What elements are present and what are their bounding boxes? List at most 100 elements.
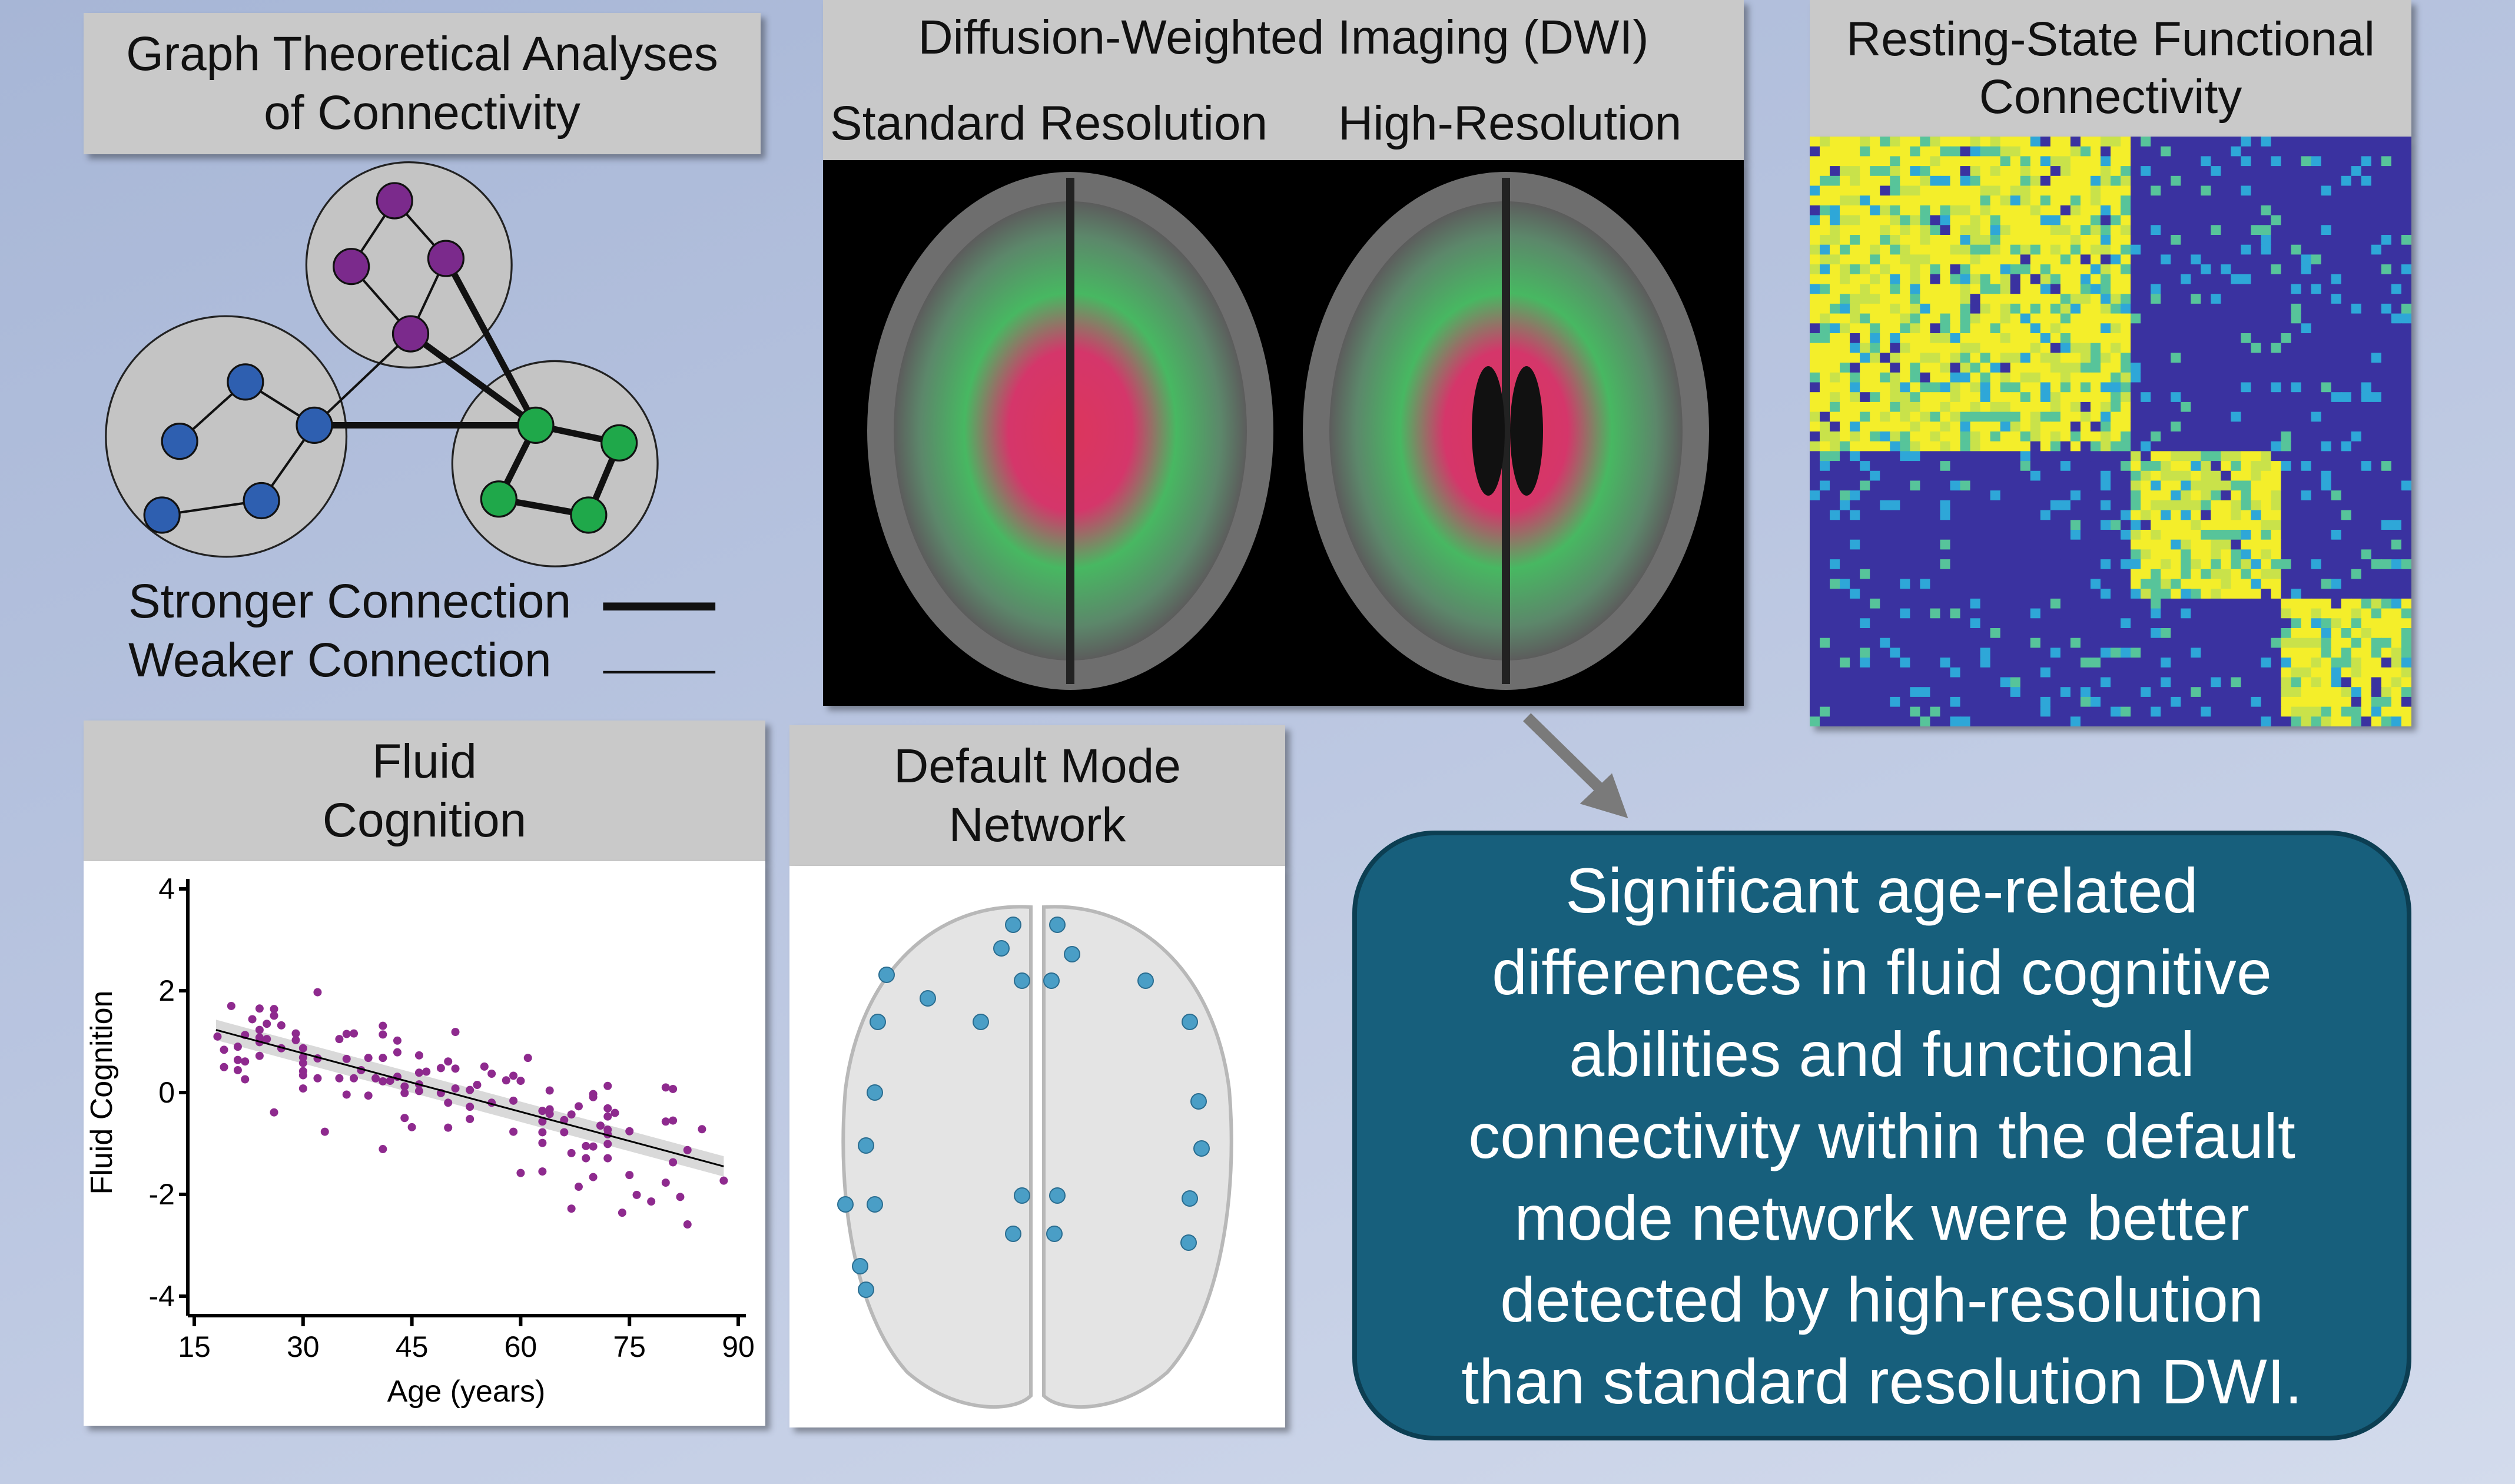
matrix-cell [2121,363,2131,373]
matrix-cell [2301,569,2312,580]
matrix-cell [2351,461,2362,472]
matrix-cell [1860,667,1871,678]
matrix-cell [2271,274,2282,285]
matrix-cell [1840,323,1850,334]
matrix-cell [2311,569,2322,580]
data-point [298,1084,307,1093]
matrix-cell [2000,559,2011,570]
matrix-cell [2080,687,2091,698]
data-point [480,1062,489,1071]
matrix-cell [2090,363,2101,373]
data-point [298,1044,307,1053]
matrix-cell [2291,687,2302,698]
matrix-cell [1860,244,1871,255]
matrix-cell [1870,431,1881,442]
matrix-cell [2281,215,2292,226]
matrix-cell [2241,244,2252,255]
matrix-cell [2171,264,2182,275]
matrix-cell [1850,706,1861,718]
matrix-cell [1940,539,1951,550]
data-point [371,1074,380,1083]
matrix-cell [1920,411,1931,423]
matrix-cell [2251,225,2262,235]
matrix-cell [1890,343,1901,354]
matrix-cell [2201,303,2212,314]
matrix-cell [2231,490,2242,501]
matrix-cell [2000,658,2011,668]
matrix-cell [2371,706,2382,718]
matrix-cell [2231,333,2242,344]
matrix-cell [2090,392,2101,403]
matrix-cell [1930,648,1941,658]
matrix-cell [2131,225,2141,235]
matrix-cell [1920,137,1931,147]
matrix-cell [2151,431,2162,442]
matrix-cell [2361,353,2372,363]
data-point [582,1141,590,1150]
matrix-cell [1980,638,1991,649]
matrix-cell [2331,215,2342,226]
matrix-cell [2261,470,2272,482]
matrix-cell [2381,137,2392,147]
matrix-cell [2221,175,2232,187]
matrix-cell [2060,333,2071,344]
matrix-cell [1900,431,1911,442]
matrix-cell [2291,254,2302,265]
matrix-cell [2381,235,2392,245]
matrix-cell [1980,333,1991,344]
matrix-cell [1870,539,1881,550]
matrix-cell [1810,687,1820,698]
matrix-cell [1900,333,1911,344]
matrix-cell [2090,461,2101,472]
matrix-cell [1810,215,1820,226]
matrix-cell [2080,480,2091,492]
matrix-cell [2271,441,2282,452]
matrix-cell [2351,264,2362,275]
matrix-cell [2010,480,2021,492]
data-point [393,1036,402,1045]
matrix-cell [2121,284,2131,295]
matrix-cell [2111,185,2121,197]
matrix-cell [2271,677,2282,688]
data-point [233,1065,242,1074]
matrix-cell [1930,706,1941,718]
matrix-cell [2050,461,2061,472]
matrix-cell [1930,510,1941,521]
matrix-cell [2030,303,2041,314]
matrix-cell [2241,421,2252,432]
matrix-cell [2331,303,2342,314]
matrix-cell [1960,264,1971,275]
matrix-cell [1980,274,1991,285]
matrix-cell [2241,441,2252,452]
matrix-cell [1870,156,1881,167]
matrix-cell [2381,608,2392,619]
matrix-cell [2301,382,2312,393]
matrix-cell [2231,667,2242,678]
matrix-cell [1850,363,1861,373]
matrix-cell [2181,215,2192,226]
matrix-cell [2111,706,2121,718]
matrix-cell [2010,490,2021,501]
matrix-cell [1900,323,1911,334]
matrix-cell [2221,431,2232,442]
matrix-cell [1900,294,1911,304]
matrix-cell [2241,215,2252,226]
matrix-cell [2191,598,2202,609]
matrix-cell [1840,421,1850,432]
matrix-cell [2261,303,2272,314]
matrix-cell [2311,303,2322,314]
matrix-cell [2261,539,2272,550]
node-blue [161,423,198,460]
matrix-cell [2301,225,2312,235]
matrix-cell [2361,677,2372,688]
matrix-cell [2060,569,2071,580]
matrix-cell [2060,185,2071,197]
matrix-cell [2311,294,2322,304]
matrix-cell [1940,628,1951,639]
matrix-cell [2151,156,2162,167]
matrix-cell [1840,353,1850,363]
matrix-cell [2020,294,2031,304]
matrix-cell [2131,333,2141,344]
matrix-cell [1820,706,1830,718]
matrix-cell [1810,667,1820,678]
